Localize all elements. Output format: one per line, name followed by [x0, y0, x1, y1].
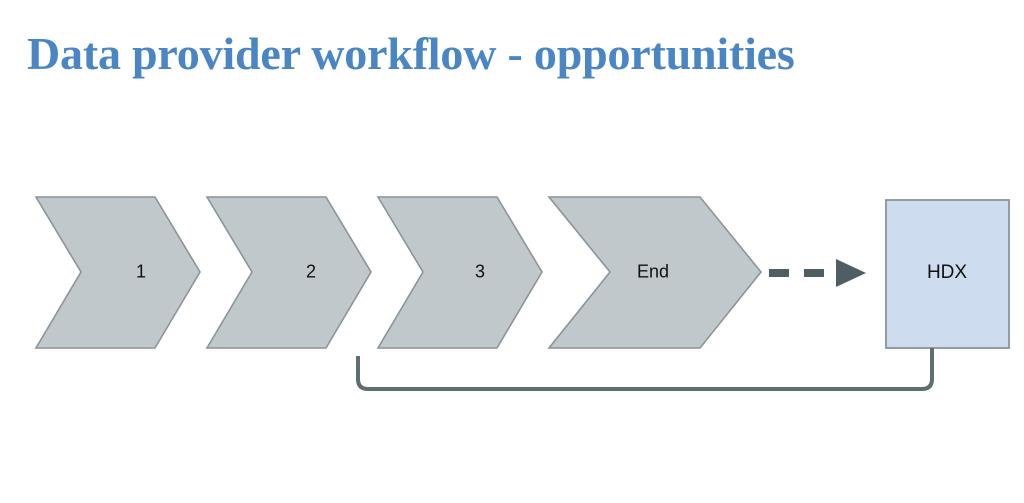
chevron-step-2[interactable]	[205, 196, 372, 349]
feedback-bracket	[356, 348, 934, 391]
hdx-box-label: HDX	[926, 262, 968, 283]
chevron-step-3[interactable]	[376, 196, 543, 349]
chevron-step-1[interactable]	[34, 196, 201, 349]
chevron-step-end[interactable]	[547, 196, 763, 349]
hdx-box[interactable]	[885, 199, 1010, 349]
page-title: Data provider workflow - opportunities	[27, 28, 795, 79]
dashed-arrow-head	[836, 259, 866, 287]
